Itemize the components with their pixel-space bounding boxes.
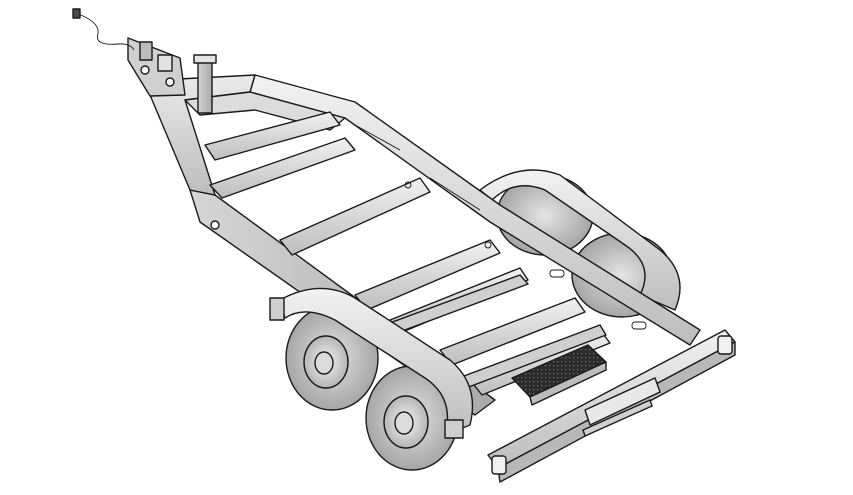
mesh-step bbox=[511, 344, 607, 406]
tongue-coupler bbox=[127, 37, 186, 97]
wiring-harness bbox=[72, 8, 135, 51]
far-wheels bbox=[479, 169, 681, 318]
rear-bumper-lights bbox=[487, 329, 736, 483]
tandem-axle-wheels bbox=[269, 287, 474, 471]
jack-post bbox=[193, 54, 217, 114]
